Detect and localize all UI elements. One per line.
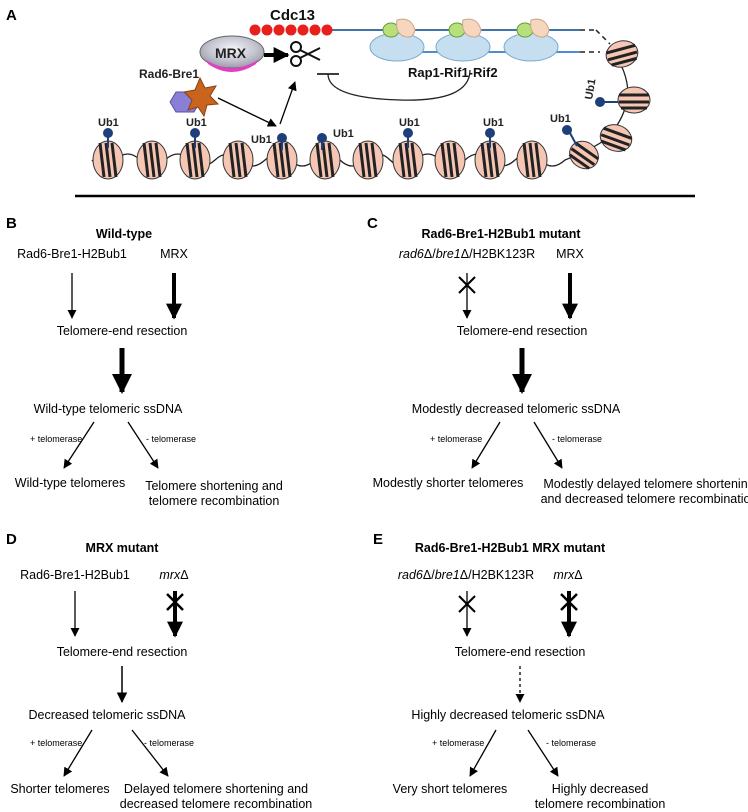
- panel-b-ssdna: Wild-type telomeric ssDNA: [34, 402, 183, 416]
- panel-e-ssdna: Highly decreased telomeric ssDNA: [411, 708, 605, 722]
- nucleosome: [179, 140, 211, 180]
- panel-c-plus-label: + telomerase: [430, 434, 482, 444]
- svg-text:Ub1: Ub1: [583, 78, 598, 101]
- svg-text:Ub1: Ub1: [98, 117, 119, 129]
- panel-e-title: Rad6-Bre1-H2Bub1 MRX mutant: [415, 541, 606, 555]
- ub1-labels: Ub1 Ub1 Ub1 Ub1 Ub1 Ub1 Ub1 Ub1: [98, 78, 599, 146]
- nucleosome: [222, 140, 254, 180]
- panel-c-letter: C: [367, 215, 378, 232]
- panel-d-resection: Telomere-end resection: [57, 645, 188, 659]
- panel-d-ssdna: Decreased telomeric ssDNA: [29, 708, 187, 722]
- panel-e-out-right-2: telomere recombination: [535, 797, 666, 811]
- panel-b-plus-arrow: [63, 421, 95, 469]
- panel-c-resection: Telomere-end resection: [457, 324, 588, 338]
- panel-d-plus-arrow: [63, 729, 93, 777]
- panel-a-letter: A: [6, 7, 17, 24]
- nucleosome: [474, 140, 506, 180]
- nucleosome: [352, 140, 384, 180]
- panel-b-title: Wild-type: [96, 227, 152, 241]
- panel-c-minus-arrow: [533, 421, 563, 469]
- panel-c-title: Rad6-Bre1-H2Bub1 mutant: [421, 227, 581, 241]
- panel-d-right-source: mrxΔ: [159, 568, 188, 582]
- panel-c-block-x: [458, 276, 476, 294]
- panel-e-minus-arrow: [527, 729, 559, 777]
- panel-c: C Rad6-Bre1-H2Bub1 mutant rad6Δ/bre1Δ/H2…: [367, 215, 748, 506]
- panel-b-right-source: MRX: [160, 247, 188, 261]
- panel-c-plus-arrow: [471, 421, 501, 469]
- svg-text:Ub1: Ub1: [186, 117, 207, 129]
- panel-e-minus-label: - telomerase: [546, 738, 596, 748]
- mrx-label: MRX: [215, 45, 247, 61]
- nucleosome-curve: [568, 40, 651, 170]
- panel-d: D MRX mutant Rad6-Bre1-H2Bub1 mrxΔ Telom…: [6, 531, 312, 811]
- panel-e: E Rad6-Bre1-H2Bub1 MRX mutant rad6Δ/bre1…: [373, 531, 665, 811]
- nucleosome: [392, 140, 424, 180]
- panel-d-title: MRX mutant: [86, 541, 160, 555]
- nucleosome: [516, 140, 548, 180]
- nucleosome: [136, 140, 168, 180]
- ub-to-scissors-arrow: [279, 81, 297, 125]
- panel-c-out-right-1: Modestly delayed telomere shortening: [543, 477, 748, 491]
- bre1-star: [182, 76, 220, 118]
- panel-c-right-source: MRX: [556, 247, 584, 261]
- panel-b-resection: Telomere-end resection: [57, 324, 188, 338]
- panel-d-out-right-1: Delayed telomere shortening and: [124, 782, 308, 796]
- panel-d-plus-label: + telomerase: [30, 738, 82, 748]
- nucleosome: [92, 140, 124, 180]
- ub1-markers: [103, 97, 618, 150]
- panel-c-out-left: Modestly shorter telomeres: [373, 476, 524, 490]
- scissors-icon: [290, 41, 321, 67]
- nucleosome-row: [92, 140, 548, 180]
- rap1-complexes: [369, 18, 559, 62]
- panel-e-right-source: mrxΔ: [553, 568, 582, 582]
- panel-e-left-source: rad6Δ/bre1Δ/H2BK123R: [398, 568, 534, 582]
- rad6-arrow: [217, 97, 277, 127]
- panel-c-minus-label: - telomerase: [552, 434, 602, 444]
- panel-b-plus-label: + telomerase: [30, 434, 82, 444]
- panel-c-ssdna: Modestly decreased telomeric ssDNA: [412, 402, 621, 416]
- panel-b-out-right-2: telomere recombination: [149, 494, 280, 508]
- panel-e-left-block-x: [458, 595, 476, 613]
- nucleosome: [266, 140, 298, 180]
- panel-e-plus-arrow: [469, 729, 497, 777]
- panel-e-right-block-x: [560, 593, 578, 611]
- panel-d-minus-arrow: [131, 729, 169, 777]
- panel-b-letter: B: [6, 215, 17, 232]
- panel-a: A: [6, 7, 695, 198]
- panel-b: B Wild-type Rad6-Bre1-H2Bub1 MRX Telomer…: [6, 215, 283, 508]
- panel-d-letter: D: [6, 531, 17, 548]
- svg-text:Ub1: Ub1: [399, 117, 420, 129]
- panel-d-block-x: [166, 593, 184, 611]
- inhibition-loop: [327, 69, 471, 101]
- panel-e-resection: Telomere-end resection: [455, 645, 586, 659]
- panel-d-out-right-2: decreased telomere recombination: [120, 797, 313, 811]
- panel-b-out-left: Wild-type telomeres: [15, 476, 125, 490]
- panel-d-left-source: Rad6-Bre1-H2Bub1: [20, 568, 130, 582]
- svg-text:Ub1: Ub1: [550, 113, 571, 125]
- panel-e-letter: E: [373, 531, 383, 548]
- panel-e-out-left: Very short telomeres: [393, 782, 508, 796]
- svg-text:Ub1: Ub1: [483, 117, 504, 129]
- panel-d-out-left: Shorter telomeres: [10, 782, 109, 796]
- nucleosome: [309, 140, 341, 180]
- svg-text:Ub1: Ub1: [251, 134, 272, 146]
- panel-e-plus-label: + telomerase: [432, 738, 484, 748]
- panel-c-left-source: rad6Δ/bre1Δ/H2BK123R: [399, 247, 535, 261]
- panel-e-out-right-1: Highly decreased: [552, 782, 649, 796]
- panel-b-minus-label: - telomerase: [146, 434, 196, 444]
- panel-b-left-source: Rad6-Bre1-H2Bub1: [17, 247, 127, 261]
- rad6-bre1-label: Rad6-Bre1: [139, 67, 199, 81]
- panel-b-out-right-1: Telomere shortening and: [145, 479, 283, 493]
- cdc13-beads: [249, 24, 333, 36]
- rap1-label: Rap1-Rif1-Rif2: [408, 65, 498, 80]
- svg-text:Ub1: Ub1: [333, 128, 354, 140]
- cdc13-label: Cdc13: [270, 7, 315, 24]
- mrx-accent: [206, 60, 258, 72]
- panel-d-minus-label: - telomerase: [144, 738, 194, 748]
- nucleosome: [434, 140, 466, 180]
- panel-b-minus-arrow: [127, 421, 159, 469]
- panel-c-out-right-2: and decreased telomere recombination: [541, 492, 748, 506]
